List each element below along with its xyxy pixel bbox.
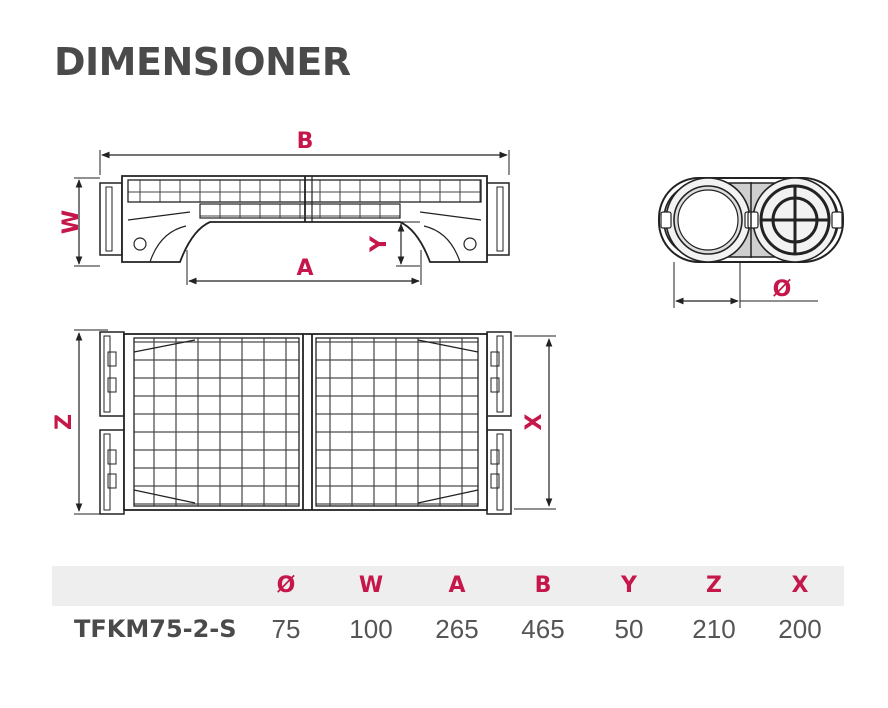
value-z: 210 bbox=[692, 614, 736, 644]
header-y: Y bbox=[621, 573, 637, 598]
header-z: Z bbox=[706, 573, 722, 598]
label-w: W bbox=[59, 210, 84, 234]
technical-drawing: B W A Y Ø Z X bbox=[52, 129, 844, 515]
label-diameter: Ø bbox=[773, 277, 792, 302]
value-w: 100 bbox=[349, 614, 393, 644]
label-b: B bbox=[297, 129, 314, 154]
header-x: X bbox=[791, 573, 809, 598]
label-x: X bbox=[522, 413, 547, 430]
label-a: A bbox=[296, 256, 313, 281]
header-b: B bbox=[534, 573, 552, 598]
header-diameter: Ø bbox=[276, 573, 296, 598]
value-y: 50 bbox=[614, 614, 644, 644]
table-row: TFKM75-2-S 75 100 265 465 50 210 200 bbox=[52, 606, 844, 650]
value-x: 200 bbox=[778, 614, 822, 644]
header-w: W bbox=[358, 573, 384, 598]
value-b: 465 bbox=[521, 614, 565, 644]
front-view bbox=[74, 150, 510, 285]
label-z: Z bbox=[52, 414, 77, 430]
value-a: 265 bbox=[435, 614, 479, 644]
dimensions-table: Ø W A B Y Z X TFKM75-2-S 75 100 265 465 … bbox=[52, 566, 844, 650]
side-view bbox=[658, 177, 844, 308]
label-y: Y bbox=[367, 235, 392, 253]
page-title: DIMENSIONER bbox=[54, 40, 351, 84]
header-a: A bbox=[448, 573, 466, 598]
value-diameter: 75 bbox=[271, 614, 301, 644]
model-name: TFKM75-2-S bbox=[74, 615, 237, 643]
table-header-row: Ø W A B Y Z X bbox=[52, 566, 844, 606]
top-view bbox=[74, 329, 556, 515]
